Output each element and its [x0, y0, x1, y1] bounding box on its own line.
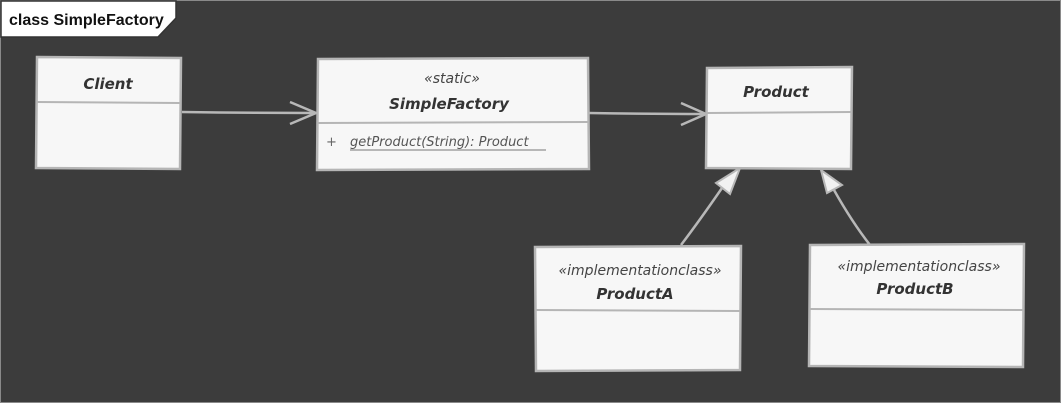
association-client-simplefactory [181, 100, 320, 126]
frame-title: class SimpleFactory [9, 12, 164, 29]
class-name-product: Product [743, 83, 810, 101]
stereotype-implementationclass-a: «implementationclass» [559, 263, 722, 279]
class-simplefactory[interactable]: «static» SimpleFactory + getProduct(Stri… [315, 56, 591, 172]
operation-visibility: + [326, 135, 337, 150]
generalization-producta-product [680, 165, 743, 246]
operation-getproduct: getProduct(String): Product [350, 135, 529, 150]
class-product[interactable]: Product [704, 65, 854, 171]
class-name-producta: ProductA [596, 285, 673, 303]
class-name-client: Client [83, 75, 133, 93]
class-client[interactable]: Client [34, 55, 183, 171]
class-name-productb: ProductB [876, 280, 953, 298]
association-simplefactory-product [588, 101, 710, 127]
stereotype-implementationclass-b: «implementationclass» [838, 259, 1001, 275]
class-producta[interactable]: «implementationclass» ProductA [533, 244, 743, 373]
class-name-simplefactory: SimpleFactory [389, 95, 510, 113]
generalization-productb-product [819, 167, 871, 246]
class-productb[interactable]: «implementationclass» ProductB [807, 242, 1026, 369]
stereotype-static: «static» [424, 71, 480, 87]
frame-title-tab: class SimpleFactory [0, 0, 177, 38]
